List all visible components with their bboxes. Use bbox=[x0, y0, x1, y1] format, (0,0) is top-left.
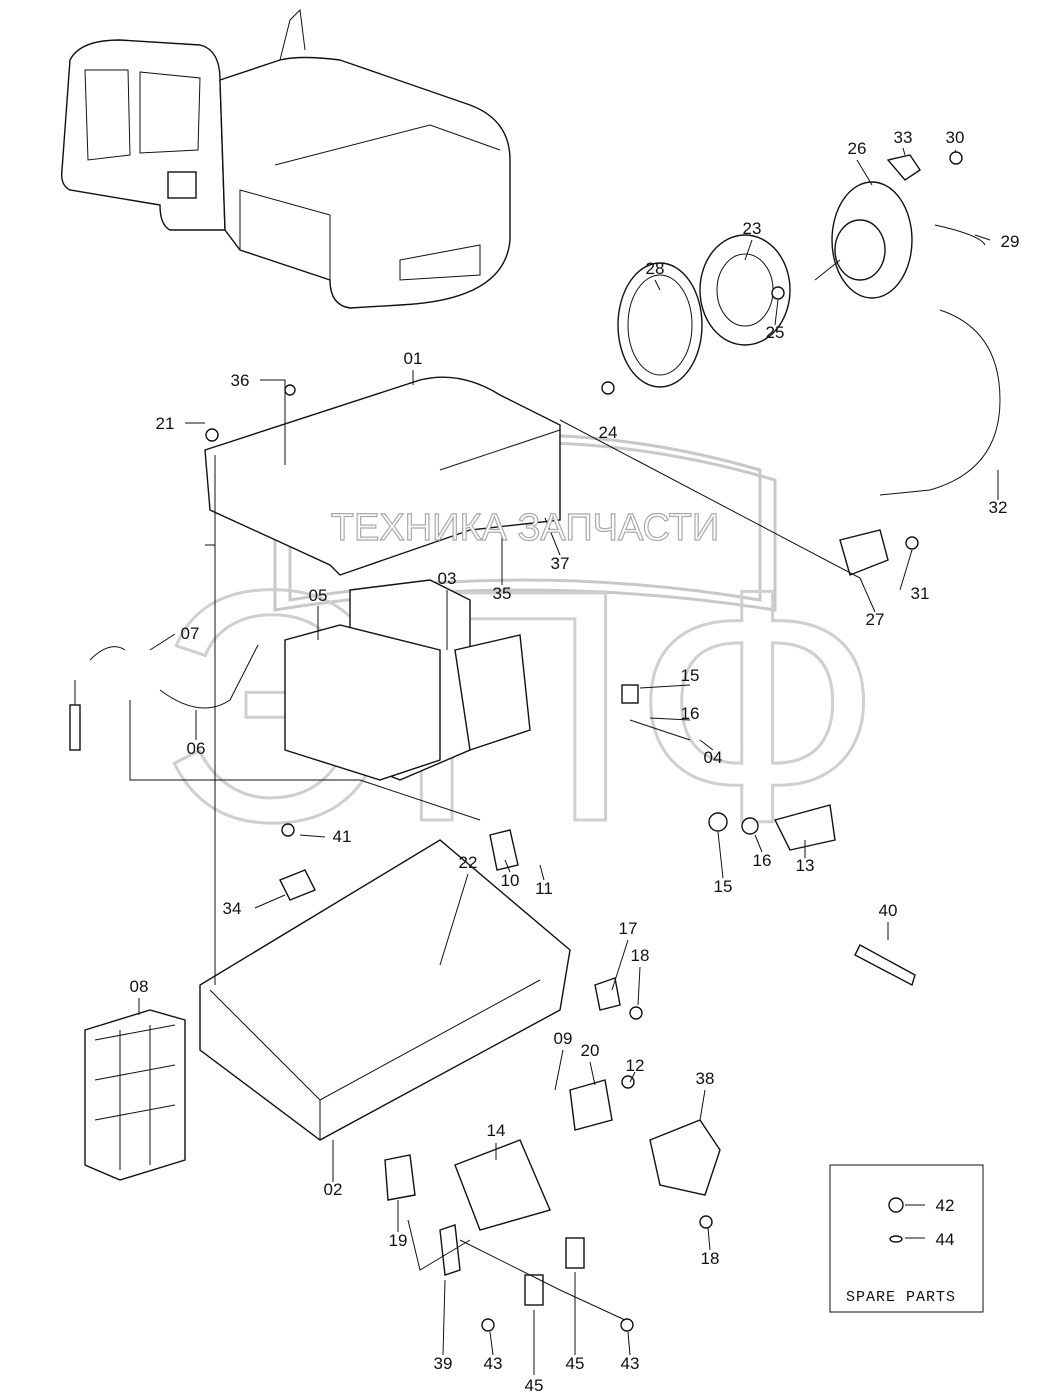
callout-label: 29 bbox=[1001, 232, 1020, 251]
callout-label: 40 bbox=[879, 901, 898, 920]
callout-label: 06 bbox=[187, 739, 206, 758]
callout-label: 45 bbox=[525, 1376, 544, 1395]
callout-label: 18 bbox=[631, 946, 650, 965]
callout-label: 22 bbox=[459, 853, 478, 872]
callout-label: 34 bbox=[223, 899, 242, 918]
watermark-text: ТЕХНИКА ЗАПЧАСТИ bbox=[331, 507, 719, 549]
heater-housing bbox=[84, 376, 571, 1181]
callout-label: 26 bbox=[848, 139, 867, 158]
callout-label: 20 bbox=[581, 1041, 600, 1060]
callout-label: 42 bbox=[936, 1196, 955, 1215]
callout-label: 37 bbox=[551, 554, 570, 573]
spare-parts-box: SPARE PARTS bbox=[829, 1164, 984, 1313]
callout-label: 16 bbox=[753, 851, 772, 870]
callout-label: 35 bbox=[493, 584, 512, 603]
callout-label: 44 bbox=[936, 1230, 955, 1249]
callout-label: 16 bbox=[681, 704, 700, 723]
callout-label: 43 bbox=[621, 1354, 640, 1373]
callout-label: 19 bbox=[389, 1231, 408, 1250]
callout-label: 10 bbox=[501, 871, 520, 890]
callout-label: 36 bbox=[231, 371, 250, 390]
callout-label: 04 bbox=[704, 748, 723, 767]
callout-label: 39 bbox=[434, 1354, 453, 1373]
callout-label: 17 bbox=[619, 919, 638, 938]
excavator-illustration bbox=[60, 8, 511, 309]
callout-label: 23 bbox=[743, 219, 762, 238]
callout-label: 43 bbox=[484, 1354, 503, 1373]
callout-label: 07 bbox=[181, 624, 200, 643]
spare-parts-title: SPARE PARTS bbox=[846, 1289, 956, 1306]
callout-labels: 33 30 26 23 29 28 25 01 36 24 21 32 37 3… bbox=[130, 128, 1020, 1395]
callout-label: 02 bbox=[324, 1180, 343, 1199]
callout-label: 08 bbox=[130, 977, 149, 996]
callout-label: 31 bbox=[911, 584, 930, 603]
callout-label: 13 bbox=[796, 856, 815, 875]
small-parts bbox=[69, 644, 916, 1332]
blower-assembly bbox=[601, 151, 1001, 576]
callout-label: 05 bbox=[309, 586, 328, 605]
callout-label: 24 bbox=[599, 423, 618, 442]
callout-label: 32 bbox=[989, 498, 1008, 517]
callout-label: 18 bbox=[701, 1249, 720, 1268]
callout-label: 12 bbox=[626, 1056, 645, 1075]
callout-label: 28 bbox=[646, 259, 665, 278]
callout-label: 41 bbox=[333, 827, 352, 846]
callout-label: 25 bbox=[766, 323, 785, 342]
callout-label: 33 bbox=[894, 128, 913, 147]
callout-label: 38 bbox=[696, 1069, 715, 1088]
callout-label: 09 bbox=[554, 1029, 573, 1048]
callout-label: 21 bbox=[156, 414, 175, 433]
callout-label: 45 bbox=[566, 1354, 585, 1373]
callout-label: 14 bbox=[487, 1121, 506, 1140]
callout-label: 15 bbox=[714, 877, 733, 896]
callout-label: 15 bbox=[681, 666, 700, 685]
leader-lines bbox=[129, 147, 999, 1375]
callout-label: 27 bbox=[866, 610, 885, 629]
callout-label: 30 bbox=[946, 128, 965, 147]
callout-label: 11 bbox=[535, 879, 553, 898]
callout-label: 03 bbox=[438, 569, 457, 588]
callout-label: 01 bbox=[404, 349, 423, 368]
